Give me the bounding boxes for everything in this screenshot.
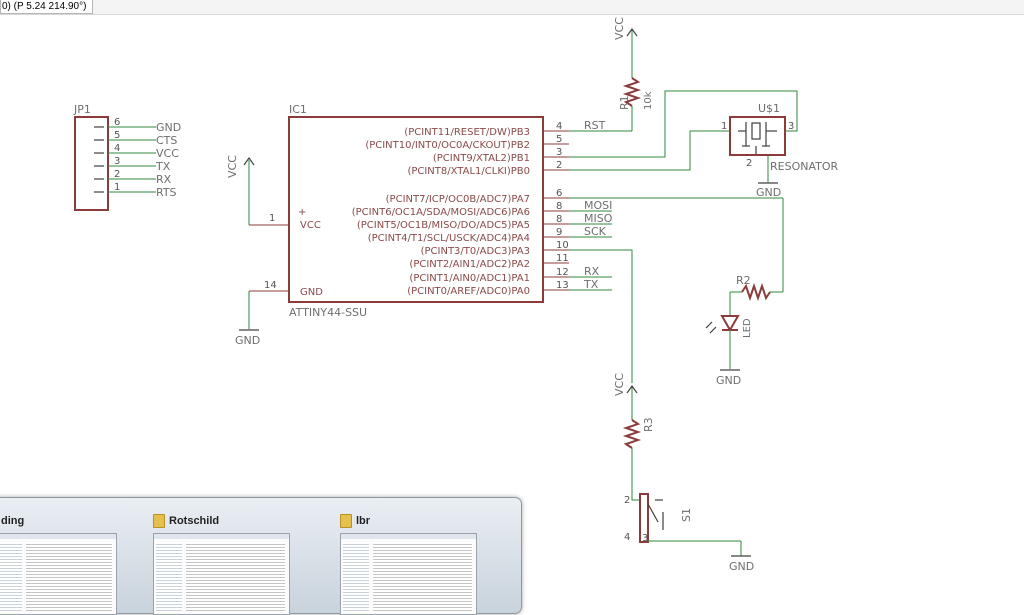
ic1-pin-number: 8 (556, 201, 562, 212)
coordinate-readout: 0) (P 5.24 214.90°) (0, 0, 94, 14)
svg-text:2: 2 (746, 158, 752, 169)
u1-resonator[interactable]: U$1 1 3 2 RESONATOR GND (721, 102, 839, 199)
vcc-left-symbol: VCC (226, 155, 255, 225)
u1-name: U$1 (758, 102, 780, 115)
r3-resistor[interactable]: VCC R3 (613, 373, 655, 492)
jp1-pin-number: 5 (114, 130, 120, 141)
preview-thumbnail-1 (0, 533, 117, 615)
gnd-left-symbol: GND (235, 291, 260, 347)
net-label: TX (583, 278, 599, 291)
net-label: MISO (584, 212, 613, 225)
gnd-led-label: GND (716, 374, 741, 387)
ic1-pin-number: 10 (556, 240, 569, 251)
ic1-part: ATTINY44-SSU (289, 306, 367, 319)
ic1-pin-name: (PCINT2/AIN1/ADC2)PA2 (409, 259, 530, 270)
ic1-pin-name: (PCINT8/XTAL1/CLKI)PB0 (407, 166, 530, 177)
jp1-name: JP1 (73, 103, 91, 116)
vcc-mid-label: VCC (613, 373, 626, 396)
ic1-pin-number: 3 (556, 147, 562, 158)
ic1-pin-number: 12 (556, 267, 569, 278)
jp1-pin-number: 3 (114, 156, 120, 167)
ic1-pin-name: (PCINT0/AREF/ADC0)PA0 (407, 286, 530, 297)
jp1-pin-number: 4 (114, 143, 120, 154)
s1-name: S1 (680, 508, 693, 522)
svg-text:3: 3 (788, 121, 794, 132)
jp1-pin-number: 1 (114, 182, 120, 193)
taskbar-preview: ding Rotschild lbr (0, 497, 522, 615)
jp1-pin-number: 2 (114, 169, 120, 180)
svg-text:VCC: VCC (226, 155, 239, 178)
ic1-pin-14: 14 (264, 280, 277, 291)
led-name: LED (742, 318, 753, 338)
ic1-pin-number: 6 (556, 188, 562, 199)
preview-title-1: ding (1, 515, 25, 527)
r1-name: R1 (618, 95, 631, 110)
svg-text:GND: GND (235, 334, 260, 347)
jp1-pin-label: RX (156, 173, 172, 186)
ic1-plus-mark: + (298, 207, 306, 218)
ic1-pin-name: (PCINT11/RESET/DW)PB3 (404, 127, 530, 138)
preview-title-2: Rotschild (169, 515, 220, 527)
ic1-gnd-label: GND (300, 287, 323, 298)
nets (569, 90, 798, 383)
ic1-pin-number: 5 (556, 134, 562, 145)
ic1-vcc-label: VCC (300, 220, 321, 231)
r3-name: R3 (642, 417, 655, 432)
jp1-pin-label: TX (155, 160, 171, 173)
ic1-pin-1: 1 (269, 213, 275, 224)
net-label: SCK (584, 225, 607, 238)
ic1-pin-name: (PCINT6/OC1A/SDA/MOSI/ADC6)PA6 (352, 207, 530, 218)
folder-icon (153, 514, 165, 528)
r2-name: R2 (736, 274, 751, 287)
jp1-pin-label: GND (156, 121, 181, 134)
ic1-pin-name: (PCINT1/AIN0/ADC1)PA1 (409, 273, 530, 284)
jp1-pin-label: CTS (156, 134, 177, 147)
u1-value: RESONATOR (770, 160, 839, 173)
preview-title-3: lbr (356, 515, 371, 527)
ic1-pin-name: (PCINT7/ICP/OC0B/ADC7)PA7 (386, 194, 530, 205)
svg-text:3: 3 (642, 533, 648, 544)
ic1-pin-number: 13 (556, 280, 569, 291)
jp1-pin-label: VCC (156, 147, 179, 160)
ic1-pin-name: (PCINT4/T1/SCL/USCK/ADC4)PA4 (368, 233, 530, 244)
ic1-pin-name: (PCINT5/OC1B/MISO/DO/ADC5)PA5 (357, 220, 530, 231)
gnd-button-label: GND (729, 560, 754, 573)
net-label: RST (584, 119, 606, 132)
status-bar: 0) (P 5.24 214.90°) (0, 0, 1024, 15)
ic1-pin-name: (PCINT10/INT0/OC0A/CKOUT)PB2 (365, 140, 530, 151)
jp1-pin-number: 6 (114, 117, 120, 128)
svg-text:2: 2 (624, 495, 630, 506)
led-diode[interactable]: LED GND (705, 198, 784, 387)
ic1-name: IC1 (289, 103, 307, 116)
ic1-pin-number: 11 (556, 253, 569, 264)
folder-icon (340, 514, 352, 528)
ic1-attiny44[interactable]: IC1 ATTINY44-SSU 1 14 VCC GND + (PCINT11… (249, 103, 613, 319)
jp1-connector[interactable]: JP1 6 GND 5 CTS 4 VCC 3 TX 2 RX 1 RTS (73, 103, 181, 211)
preview-thumbnail-2 (153, 533, 290, 615)
svg-text:1: 1 (721, 121, 727, 132)
ic1-pin-name: (PCINT3/T0/ADC3)PA3 (421, 246, 530, 257)
ic1-pin-number: 4 (556, 121, 562, 132)
r1-value: 10k (643, 91, 654, 110)
vcc-top-label: VCC (613, 17, 626, 40)
jp1-pin-label: RTS (156, 186, 177, 199)
ic1-pin-number: 9 (556, 227, 562, 238)
ic1-pin-number: 8 (556, 214, 562, 225)
preview-thumbnail-3 (340, 533, 477, 615)
svg-text:4: 4 (624, 532, 630, 543)
ic1-pin-name: (PCINT9/XTAL2)PB1 (433, 153, 530, 164)
ic1-pin-number: 2 (556, 160, 562, 171)
r2-resistor[interactable]: R2 (736, 274, 771, 302)
r1-resistor[interactable]: VCC R1 10k (613, 17, 654, 131)
gnd-resonator-label: GND (756, 186, 781, 199)
net-label: MOSI (584, 199, 612, 212)
net-label: RX (584, 265, 600, 278)
s1-switch[interactable]: S1 2 4 3 GND (624, 492, 754, 573)
